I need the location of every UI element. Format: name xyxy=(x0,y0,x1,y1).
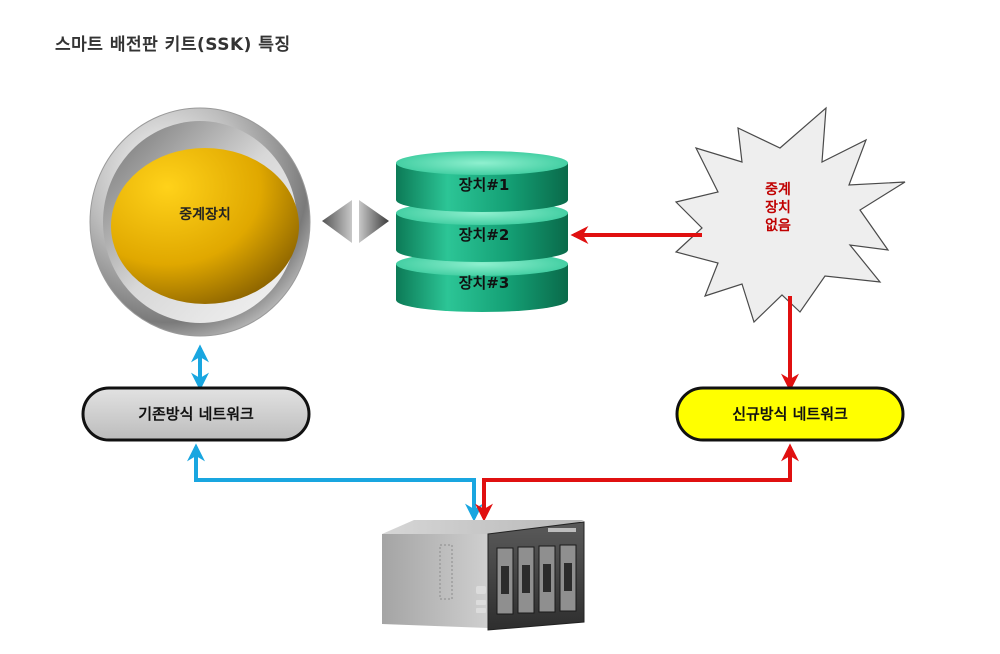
no-relay-line1: 중계 xyxy=(765,182,791,198)
no-relay-line2: 장치 xyxy=(765,199,791,216)
device-1-cylinder xyxy=(396,151,568,212)
new-network-label: 신규방식 네트워크 xyxy=(732,405,848,423)
double-triangle-arrow-icon xyxy=(322,200,389,243)
device-1-label: 장치#1 xyxy=(459,176,510,194)
no-relay-starburst: 중계 장치 없음 xyxy=(674,106,906,324)
legacy-network-label: 기존방식 네트워크 xyxy=(138,405,254,423)
relay-device-label: 중계장치 xyxy=(179,206,231,223)
legacy-network-server-path xyxy=(187,443,483,522)
device-2-label: 장치#2 xyxy=(459,226,510,244)
page-title: 스마트 배전판 키트(SSK) 특징 xyxy=(55,35,291,55)
relay-device: 중계장치 xyxy=(89,107,311,337)
legacy-network-node: 기존방식 네트워크 xyxy=(81,386,311,442)
no-relay-line3: 없음 xyxy=(765,218,791,234)
nas-server-icon xyxy=(382,520,585,631)
device-3-label: 장치#3 xyxy=(459,274,510,292)
device-stack: 장치#1 장치#2 장치#3 xyxy=(396,151,568,312)
new-network-server-path xyxy=(475,443,799,522)
new-network-node: 신규방식 네트워크 xyxy=(675,386,905,442)
